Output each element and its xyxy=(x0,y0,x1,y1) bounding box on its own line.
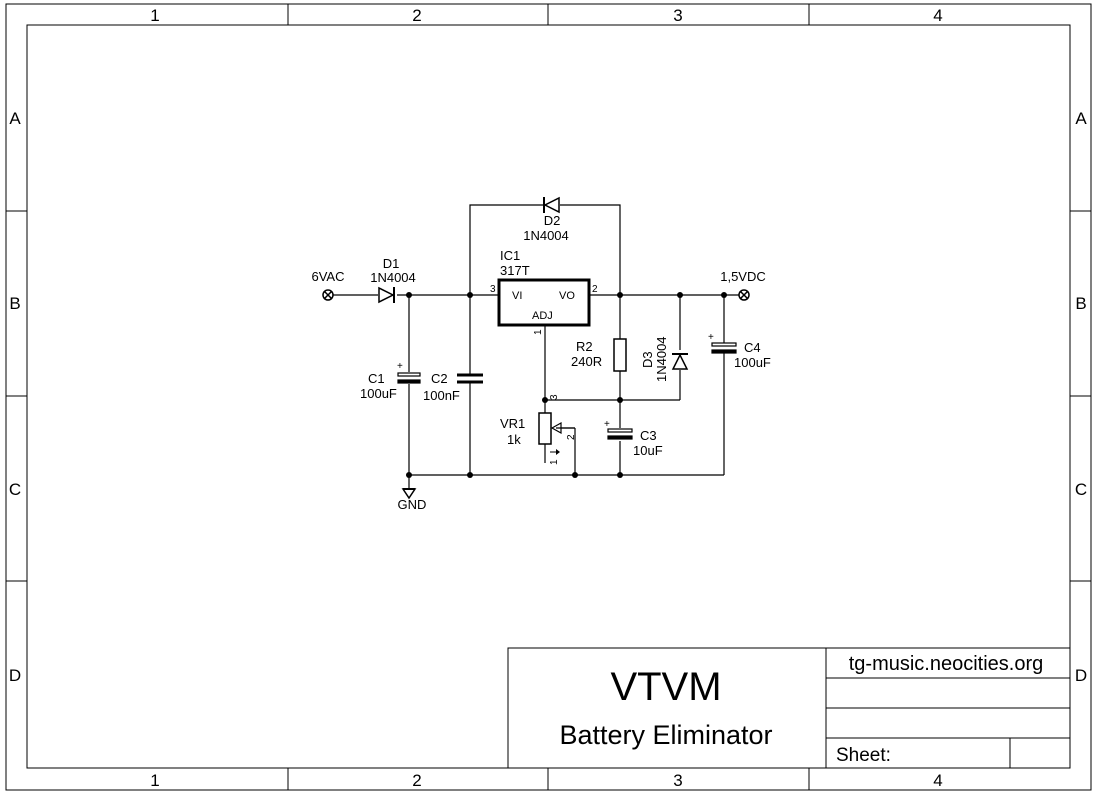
d1-value: 1N4004 xyxy=(370,270,416,285)
vr1-pin-1: 1 xyxy=(549,459,560,465)
sheet-label: Sheet: xyxy=(836,745,891,766)
d1-ref: D1 xyxy=(383,256,400,271)
capacitor-c1: + C1 100uF xyxy=(360,361,421,401)
c3-ref: C3 xyxy=(640,428,657,443)
diode-d1: D1 1N4004 xyxy=(370,256,416,304)
c1-polarity: + xyxy=(397,361,403,372)
d3-ref: D3 xyxy=(640,351,655,368)
column-label-3: 3 xyxy=(673,6,682,25)
potentiometer-vr1: VR1 1k 3 2 1 xyxy=(500,394,577,465)
capacitor-c4: + C4 100uF xyxy=(708,332,771,370)
row-labels-left: A B C D xyxy=(9,109,21,685)
column-label-2: 2 xyxy=(412,771,421,790)
ic1-value: 317T xyxy=(500,263,530,278)
row-label-a: A xyxy=(1075,109,1087,128)
column-label-1: 1 xyxy=(150,771,159,790)
ic1-pin-vo: VO xyxy=(559,290,575,302)
c4-ref: C4 xyxy=(744,340,761,355)
input-terminal: 6VAC xyxy=(312,269,345,301)
row-label-c: C xyxy=(1075,480,1087,499)
c3-value: 10uF xyxy=(633,443,663,458)
ic1-pin-adj: ADJ xyxy=(532,310,553,322)
capacitor-c2: C2 100nF xyxy=(423,371,483,403)
row-label-a: A xyxy=(9,109,21,128)
row-label-c: C xyxy=(9,480,21,499)
d2-ref: D2 xyxy=(544,213,561,228)
c4-value: 100uF xyxy=(734,355,771,370)
c1-ref: C1 xyxy=(368,371,385,386)
row-label-d: D xyxy=(1075,666,1087,685)
c3-polarity: + xyxy=(604,419,610,430)
column-label-3: 3 xyxy=(673,771,682,790)
vr1-pin-2: 2 xyxy=(566,434,577,440)
vr1-value: 1k xyxy=(507,432,521,447)
vr1-pin-3: 3 xyxy=(549,394,560,400)
column-labels-top: 1 2 3 4 xyxy=(150,6,942,25)
vr1-ref: VR1 xyxy=(500,416,525,431)
d2-value: 1N4004 xyxy=(523,228,569,243)
c2-value: 100nF xyxy=(423,388,460,403)
r2-value: 240R xyxy=(571,354,602,369)
c2-ref: C2 xyxy=(431,371,448,386)
row-labels-right: A B C D xyxy=(1075,109,1087,685)
junction-dots xyxy=(406,292,727,478)
title-block: VTVM Battery Eliminator tg-music.neociti… xyxy=(507,647,1071,769)
c1-value: 100uF xyxy=(360,386,397,401)
column-label-2: 2 xyxy=(412,6,421,25)
column-labels-bottom: 1 2 3 4 xyxy=(150,771,942,790)
row-label-b: B xyxy=(1075,294,1086,313)
regulator-ic1: IC1 317T VI VO ADJ 3 2 1 xyxy=(490,248,598,335)
row-label-b: B xyxy=(9,294,20,313)
title-text: VTVM xyxy=(610,665,721,709)
ground-symbol: GND xyxy=(398,488,427,512)
ic1-pin-2: 2 xyxy=(592,284,598,295)
ic1-pin-3: 3 xyxy=(490,284,496,295)
row-label-d: D xyxy=(9,666,21,685)
ic1-ref: IC1 xyxy=(500,248,520,263)
ground-label: GND xyxy=(398,497,427,512)
website-text: tg-music.neocities.org xyxy=(849,653,1044,675)
resistor-r2: R2 240R xyxy=(571,338,627,372)
capacitor-c3: + C3 10uF xyxy=(604,419,663,458)
r2-ref: R2 xyxy=(576,339,593,354)
column-label-1: 1 xyxy=(150,6,159,25)
column-label-4: 4 xyxy=(933,771,942,790)
diode-d3: D3 1N4004 xyxy=(640,336,689,382)
diode-d2: D2 1N4004 xyxy=(523,196,569,243)
output-terminal-label: 1,5VDC xyxy=(720,269,766,284)
ic1-pin-vi: VI xyxy=(512,290,522,302)
c4-polarity: + xyxy=(708,332,714,343)
wires xyxy=(333,204,739,488)
d3-value: 1N4004 xyxy=(654,336,669,382)
output-terminal: 1,5VDC xyxy=(720,269,766,301)
subtitle-text: Battery Eliminator xyxy=(559,720,772,750)
column-label-4: 4 xyxy=(933,6,942,25)
ic1-pin-1: 1 xyxy=(533,329,544,335)
input-terminal-label: 6VAC xyxy=(312,269,345,284)
